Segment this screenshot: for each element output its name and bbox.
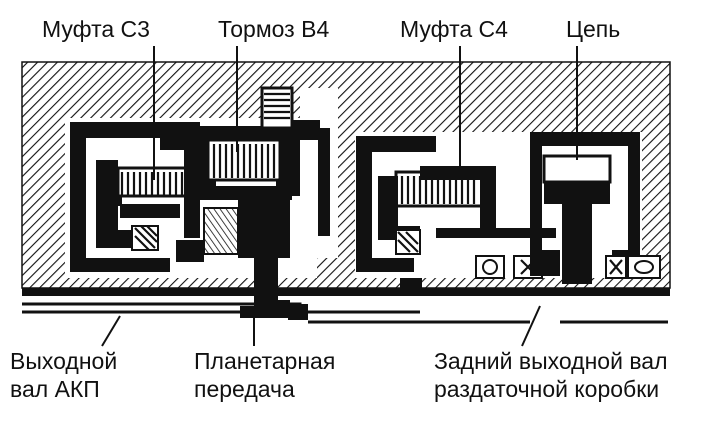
label-planetary-line2: передача bbox=[194, 376, 295, 402]
brake-b4 bbox=[200, 86, 330, 236]
leader-lines bbox=[101, 46, 578, 347]
label-rear-shaft-line1: Задний выходной вал bbox=[434, 348, 668, 374]
label-planetary-line1: Планетарная bbox=[194, 348, 336, 374]
label-brake-b4: Тормоз В4 bbox=[218, 16, 330, 42]
clutch-c3 bbox=[70, 122, 200, 272]
label-rear-shaft-line2: раздаточной коробки bbox=[434, 376, 660, 402]
output-shafts bbox=[22, 278, 670, 324]
chain-sprocket bbox=[530, 132, 661, 284]
label-output-shaft-line2: вал АКП bbox=[10, 376, 100, 402]
label-chain: Цепь bbox=[566, 16, 621, 42]
label-clutch-c4: Муфта С4 bbox=[400, 16, 508, 42]
label-clutch-c3: Муфта С3 bbox=[42, 16, 150, 42]
label-output-shaft-line1: Выходной bbox=[10, 348, 118, 374]
